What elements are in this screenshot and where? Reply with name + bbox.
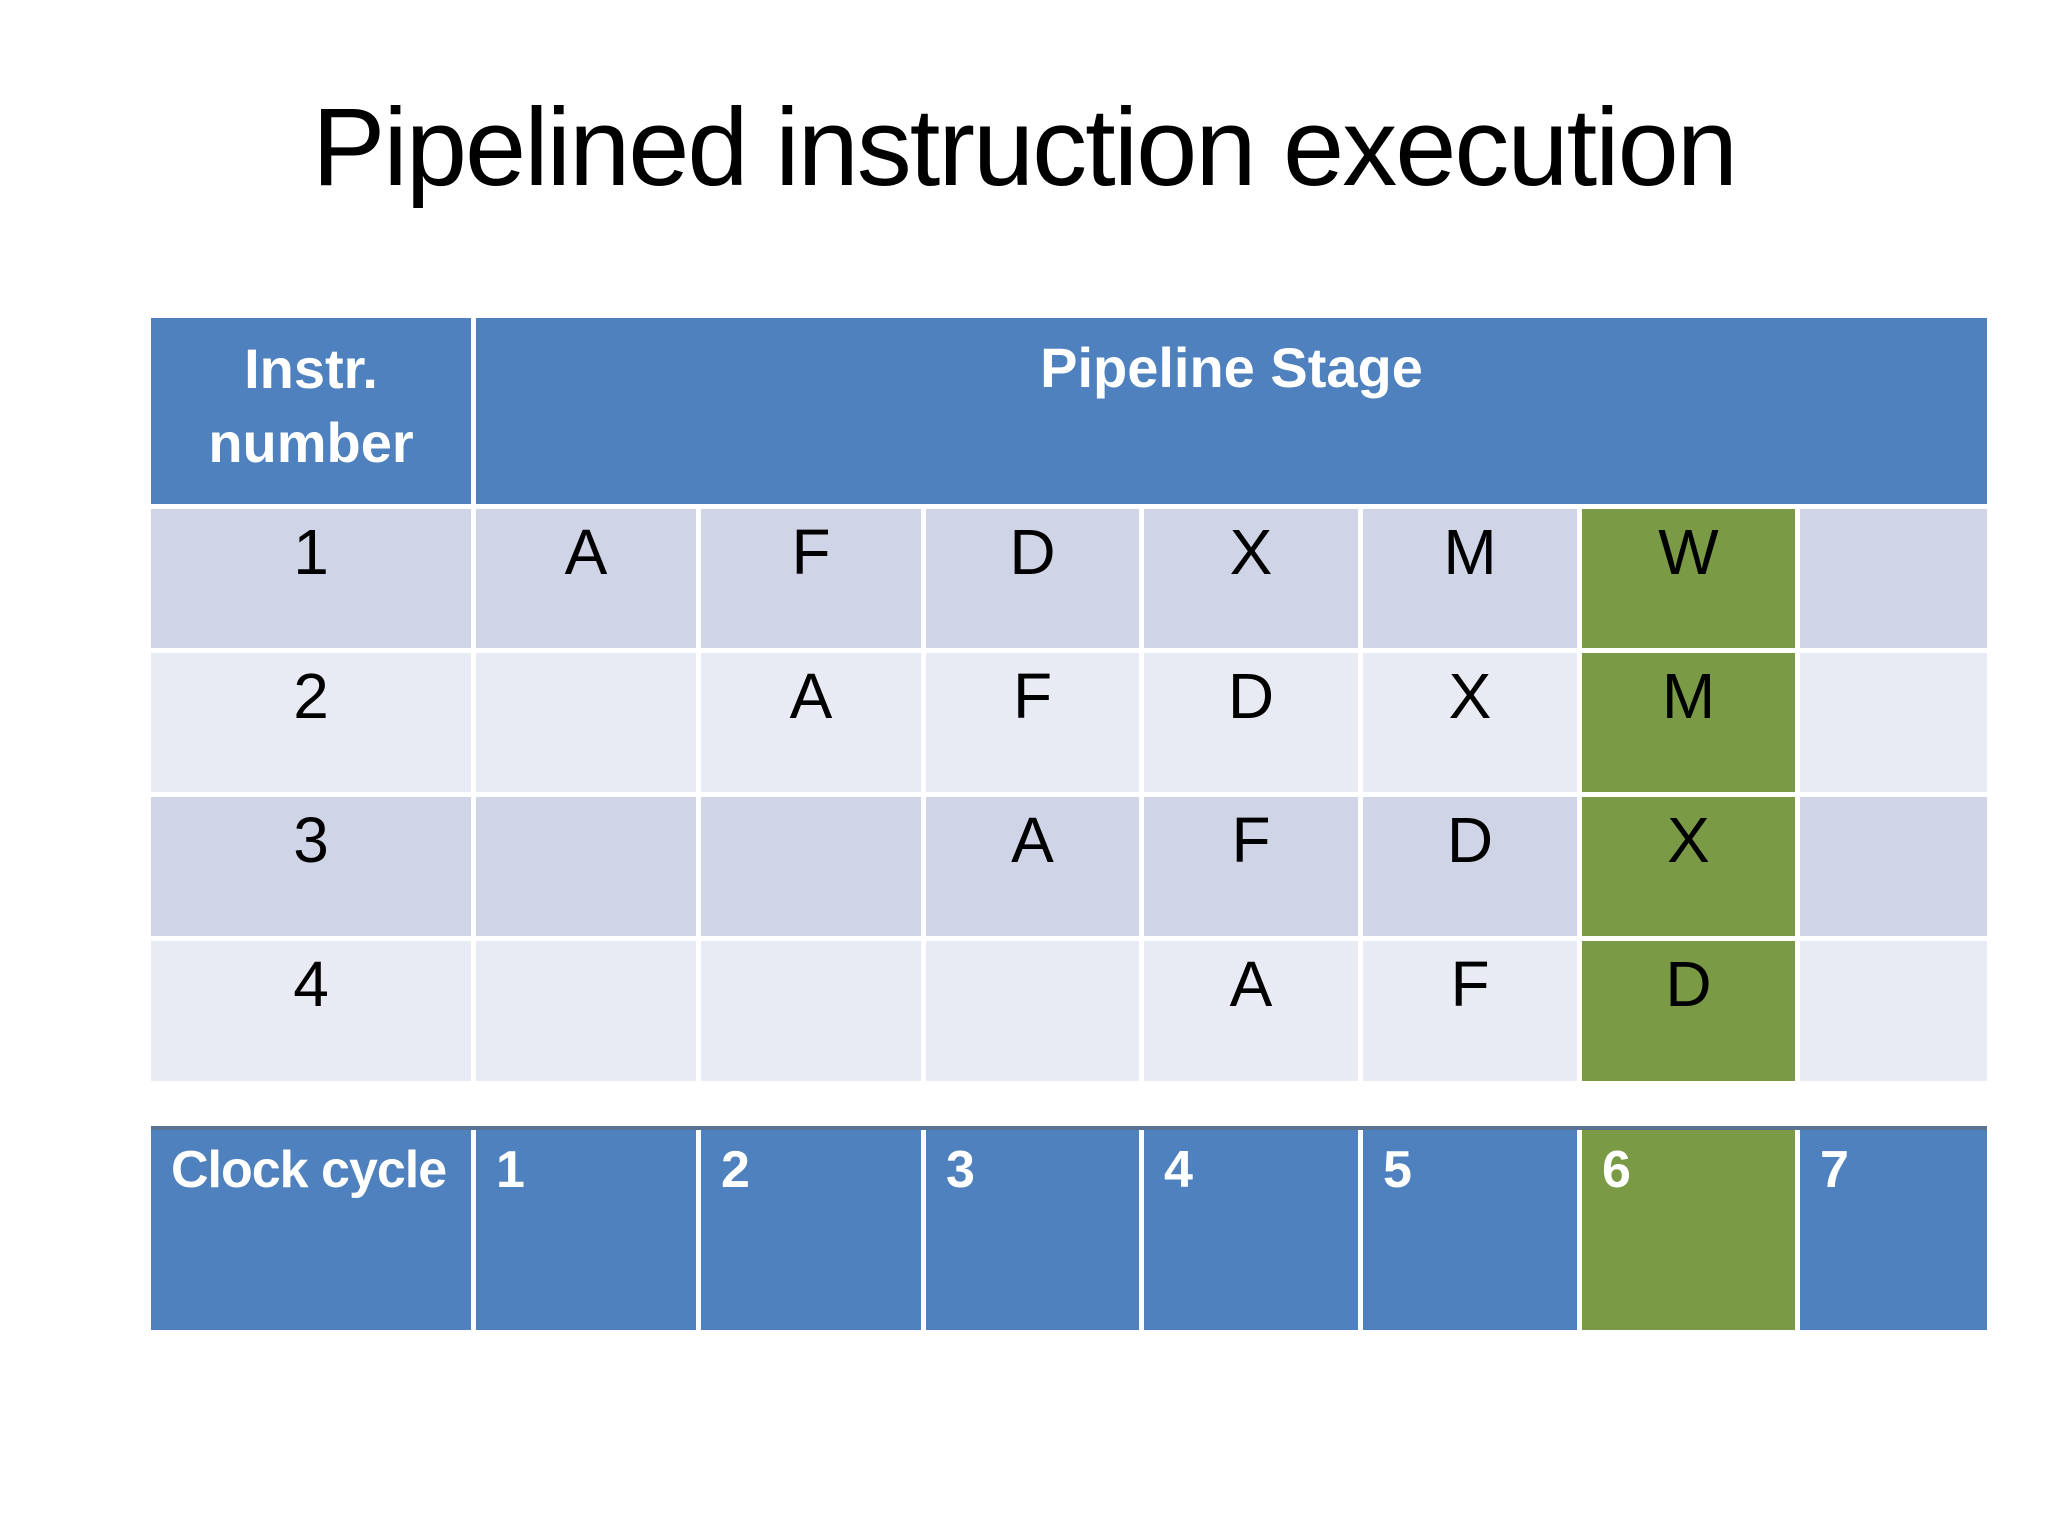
- stage-cell: D: [926, 509, 1139, 648]
- stage-cell: D: [1582, 941, 1795, 1081]
- stage-cell: F: [1363, 941, 1577, 1081]
- instr-number-cell: 4: [151, 941, 471, 1081]
- stage-cell: [476, 653, 696, 792]
- stage-cell: [926, 941, 1139, 1081]
- clock-cycle-cell: 6: [1582, 1130, 1795, 1330]
- stage-cell: D: [1363, 797, 1577, 936]
- stage-cell: [1800, 509, 1987, 648]
- stage-cell: [1800, 941, 1987, 1081]
- stage-cell: [476, 941, 696, 1081]
- stage-cell: X: [1144, 509, 1358, 648]
- stage-cell: X: [1582, 797, 1795, 936]
- instr-number-cell: 1: [151, 509, 471, 648]
- clock-cycle-cell: 5: [1363, 1130, 1577, 1330]
- header-instr-line2: number: [208, 411, 414, 474]
- header-instr-line1: Instr.: [244, 337, 378, 400]
- stage-cell: A: [926, 797, 1139, 936]
- clock-cycle-cell: 4: [1144, 1130, 1358, 1330]
- stage-cell: M: [1363, 509, 1577, 648]
- clock-cycle-label: Clock cycle: [151, 1130, 471, 1330]
- stage-cell: F: [701, 509, 921, 648]
- slide-title: Pipelined instruction execution: [312, 86, 1738, 209]
- clock-cycle-cell: 1: [476, 1130, 696, 1330]
- header-instr-number: Instr. number: [151, 318, 471, 504]
- stage-cell: W: [1582, 509, 1795, 648]
- stage-cell: A: [1144, 941, 1358, 1081]
- stage-cell: [701, 941, 921, 1081]
- stage-cell: [1800, 653, 1987, 792]
- stage-cell: M: [1582, 653, 1795, 792]
- clock-cycle-cell: 3: [926, 1130, 1139, 1330]
- stage-cell: [476, 797, 696, 936]
- header-pipeline-stage: Pipeline Stage: [476, 318, 1987, 504]
- stage-cell: F: [1144, 797, 1358, 936]
- clock-cycle-cell: 2: [701, 1130, 921, 1330]
- stage-cell: A: [701, 653, 921, 792]
- stage-cell: A: [476, 509, 696, 648]
- stage-cell: X: [1363, 653, 1577, 792]
- stage-cell: F: [926, 653, 1139, 792]
- instr-number-cell: 3: [151, 797, 471, 936]
- stage-cell: [701, 797, 921, 936]
- stage-cell: [1800, 797, 1987, 936]
- stage-cell: D: [1144, 653, 1358, 792]
- instr-number-cell: 2: [151, 653, 471, 792]
- clock-cycle-cell: 7: [1800, 1130, 1987, 1330]
